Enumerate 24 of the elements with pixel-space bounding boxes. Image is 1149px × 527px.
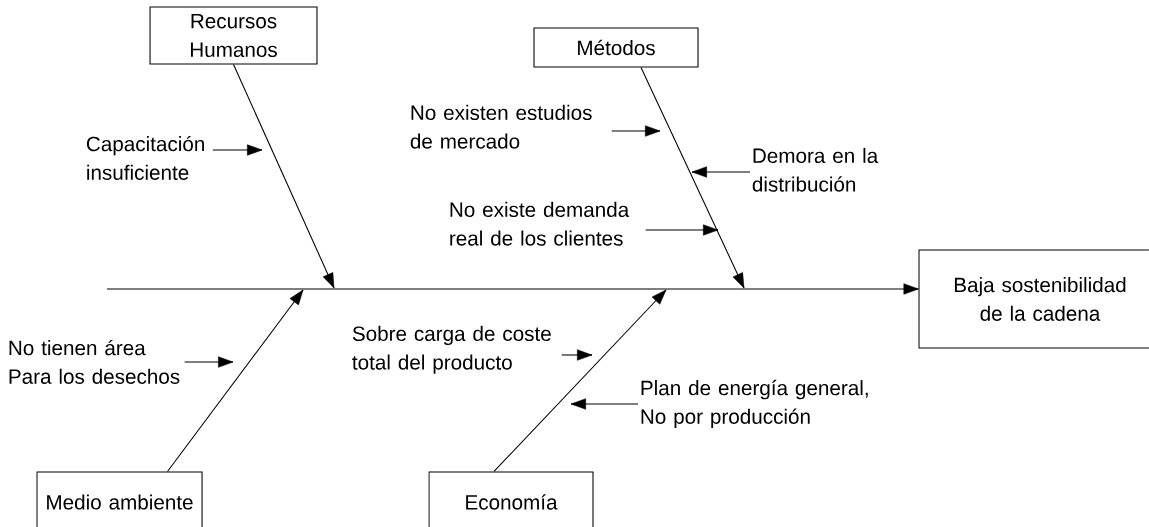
cause-text: No tienen área Para los desechos xyxy=(9,339,180,384)
category-box: Medio ambiente xyxy=(36,471,203,527)
category-box: Economía xyxy=(428,471,594,527)
cause-text: Plan de energía general, No por producción xyxy=(641,379,868,429)
bone-arrow xyxy=(166,289,304,472)
cause-arrow xyxy=(184,356,234,368)
cause-arrow xyxy=(561,349,593,361)
category-box: Métodos xyxy=(533,27,699,68)
cause-text: Sobre carga de coste total del producto xyxy=(352,325,551,374)
cause-text: Capacitación insuficiente xyxy=(86,135,204,180)
cause-arrow xyxy=(645,224,719,236)
category-box: Recursos Humanos xyxy=(149,6,318,65)
spine-arrow xyxy=(106,283,919,295)
category-box: Baja sostenibilidad de la cadena xyxy=(918,249,1149,349)
bone-arrow xyxy=(232,64,335,289)
cause-arrow xyxy=(570,398,639,410)
cause-text: Demora en la distribución xyxy=(752,147,879,192)
bone-arrow xyxy=(640,66,745,289)
cause-text: No existe demanda real de los clientes xyxy=(450,201,630,246)
cause-text: No existen estudios de mercado xyxy=(410,104,592,149)
cause-arrow xyxy=(691,166,751,178)
cause-arrow xyxy=(212,144,263,156)
bone-arrow xyxy=(493,289,667,472)
cause-arrow xyxy=(611,125,661,137)
